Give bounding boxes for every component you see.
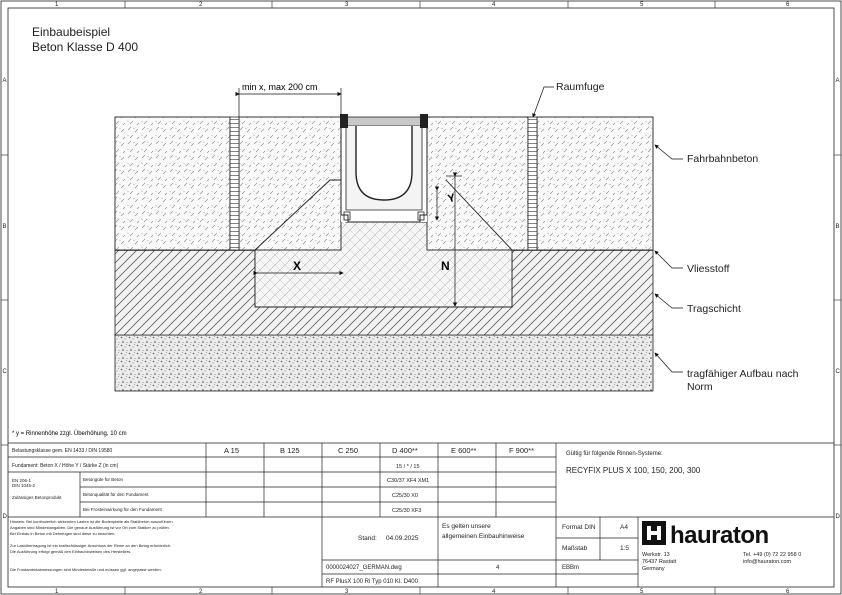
grid-top-4: 4 [492, 2, 496, 8]
grid-top-3: 3 [345, 2, 349, 8]
slab-left [114, 116, 231, 251]
grid-top-5: 5 [640, 2, 644, 8]
note-6: Die Fundamentabmessungen sind Mindestmaß… [10, 567, 162, 572]
leaders [532, 86, 683, 373]
class-c250: C 250 [338, 446, 358, 455]
footnote: * y = Rinnenhöhe zzgl. Überhöhung, 10 cm [12, 430, 127, 437]
class-e600: E 600** [451, 446, 477, 455]
grid-bottom-2: 2 [199, 589, 203, 595]
email: info@hauraton.com [743, 559, 792, 565]
label-aufbau-1: tragfähiger Aufbau nach [687, 368, 799, 380]
symbol-x: X [293, 259, 301, 273]
note-5: Die Ausführung erfolgt gemäß den Einbauh… [10, 549, 131, 554]
grid-right-d: D [836, 514, 841, 520]
slab-right [536, 116, 654, 251]
grid-right-c: C [836, 369, 841, 375]
file-sheet: 4 [496, 565, 500, 571]
addr-line-1: Werkstr. 13 [642, 552, 670, 558]
row1-value: 15 / * / 15 [396, 464, 420, 470]
note-2: Angaben sind Mindestangaben. Die genaue … [10, 525, 170, 530]
row3-value: C25/30 X0 [392, 493, 418, 499]
row2-label: Betongüte für Beton [83, 477, 124, 482]
grid-top-1: 1 [55, 2, 59, 8]
stand-value: 04.09.2025 [386, 535, 419, 542]
label-fahrbahnbeton: Fahrbahnbeton [687, 153, 758, 165]
note-1: Hinweis: Bei kontinuierlich wirkenden La… [10, 519, 174, 524]
class-a15: A 15 [224, 446, 239, 455]
left-note-1: EN 206-1 [12, 478, 32, 483]
row1-label: Fundament: Beton X / Höhe Y / Stärke Z (… [12, 463, 119, 469]
joint-left [229, 116, 240, 251]
drainage-channel [340, 114, 428, 223]
dimension-n [446, 172, 462, 307]
format-label: Format DIN [562, 524, 596, 531]
class-d400: D 400** [392, 446, 418, 455]
format-value: A4 [620, 524, 628, 531]
row4-label: Bei Frosteinwirkung für den Fundament [83, 507, 163, 512]
tel: Tel. +49 (0) 72 22 958 0 [743, 552, 801, 558]
grid-bottom-5: 5 [640, 589, 644, 595]
grid-right-b: B [836, 224, 840, 230]
product-code: RF PlusX 100 Ri Typ 010 Kl. D400 [326, 579, 419, 585]
grid-left-c: C [3, 369, 8, 375]
symbol-y: Y [447, 192, 457, 205]
slab-mid-left [238, 116, 342, 251]
label-aufbau-2: Norm [687, 381, 713, 393]
dimension-min-x-label: min x, max 200 cm [242, 82, 318, 92]
grid-labels: 1 2 3 4 5 6 1 2 3 4 5 6 A B C D A B C D [3, 2, 841, 595]
grid-top-6: 6 [786, 2, 790, 8]
grid-bottom-4: 4 [492, 589, 496, 595]
label-vliesstoff: Vliesstoff [687, 263, 729, 275]
class-f900: F 900** [509, 446, 534, 455]
valid-head: Gültig für folgende Rinnen-Systeme: [566, 451, 663, 457]
einbau-line-1: Es gelten unsere [442, 523, 491, 530]
grid-bottom-1: 1 [55, 589, 59, 595]
label-raumfuge: Raumfuge [556, 81, 605, 93]
hauraton-logo-icon [642, 521, 666, 545]
row3-label: Betonqualität für den Fundament [83, 492, 149, 497]
left-note-2: DIN 1045-2 [12, 483, 36, 488]
note-3: Bei Einbau in Beton mit Dehnfugen sind d… [10, 531, 115, 536]
fundament-slope-left [254, 179, 341, 251]
grid-top-2: 2 [199, 2, 203, 8]
title-block-grid [321, 517, 639, 587]
massstab-label: Maßstab [562, 545, 588, 552]
stand-label: Stand: [358, 535, 377, 542]
grid-bottom-6: 6 [786, 589, 790, 595]
row3-left: Zulässiges Betonprodukt [12, 495, 62, 500]
dimension-min-x [235, 88, 342, 117]
row2-value: C30/37 XF4 XM1 [387, 478, 429, 484]
note-4: Zur Lastübertragung ist ein kraftschlüss… [10, 543, 171, 548]
title-line-1: Einbaubeispiel [32, 25, 110, 39]
grid-left-d: D [3, 514, 8, 520]
inner-frame [7, 7, 835, 588]
valid-systems: RECYFIX PLUS X 100, 150, 200, 300 [566, 466, 701, 475]
slab-mid-right [426, 116, 529, 251]
einbau-line-2: allgemeinen Einbauhinweise [442, 533, 525, 540]
file-name: 0000024027_GERMAN.dwg [326, 565, 402, 571]
grid-left-a: A [3, 78, 7, 84]
row4-value: C25/30 XF3 [392, 508, 421, 514]
grid-left-b: B [3, 224, 7, 230]
joint-right [527, 116, 538, 251]
symbol-n: N [441, 259, 450, 273]
grid-bottom-3: 3 [345, 589, 349, 595]
editor: EBBm [562, 565, 579, 571]
class-b125: B 125 [280, 446, 300, 455]
addr-line-3: Germany [642, 566, 665, 572]
spec-table-grid [8, 442, 834, 587]
brand-name: hauraton [670, 522, 769, 549]
massstab-value: 1:5 [620, 545, 629, 552]
layer-gravel [114, 334, 654, 392]
label-tragschicht: Tragschicht [687, 303, 741, 315]
table-col-head: Belastungsklasse gem. EN 1433 / DIN 1958… [12, 448, 113, 454]
title-line-2: Beton Klasse D 400 [32, 40, 138, 54]
grid-right-a: A [836, 78, 840, 84]
addr-line-2: 76437 Rastatt [642, 559, 677, 565]
